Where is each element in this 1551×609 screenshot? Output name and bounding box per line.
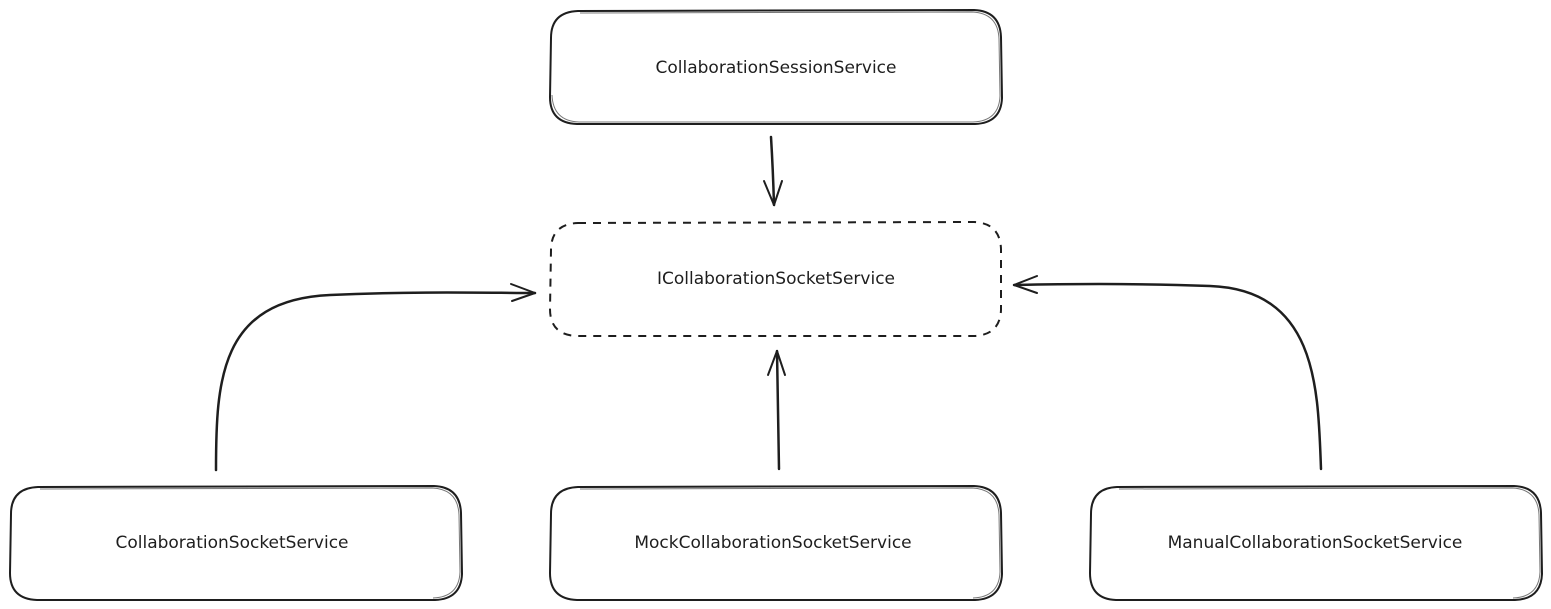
node-collaboration-session-service[interactable]: CollaborationSessionService [548, 8, 1004, 125]
node-label-mock-socket-service: MockCollaborationSocketService [634, 533, 911, 553]
node-collaboration-socket-service[interactable]: CollaborationSocketService [8, 484, 464, 601]
edge-socket-service-to-interface [214, 283, 537, 472]
node-label-session-service: CollaborationSessionService [656, 58, 897, 78]
edge-line [775, 349, 781, 471]
node-box [548, 8, 1004, 125]
node-label-manual-socket-service: ManualCollaborationSocketService [1168, 533, 1463, 553]
edge-line [1012, 282, 1323, 471]
arrowhead-icon [763, 180, 783, 206]
node-mock-collaboration-socket-service[interactable]: MockCollaborationSocketService [548, 484, 1004, 601]
edge-line [769, 135, 776, 207]
node-box-dashed [548, 220, 1002, 337]
arrowhead-icon [1013, 275, 1038, 294]
edge-manual-to-interface [1012, 275, 1323, 471]
node-box [8, 484, 464, 601]
node-label-socket-interface: ICollaborationSocketService [657, 269, 895, 289]
node-box-sketch [579, 487, 1001, 599]
node-box-sketch [551, 11, 1001, 123]
arrowhead-icon [510, 283, 536, 302]
arrowhead-icon [767, 350, 786, 376]
edge-session-to-interface [763, 135, 783, 207]
node-label-socket-service: CollaborationSocketService [115, 533, 348, 553]
node-icollaboration-socket-service[interactable]: ICollaborationSocketService [548, 220, 1002, 337]
node-box [548, 484, 1004, 601]
node-box-sketch [1118, 487, 1541, 599]
edge-mock-to-interface [767, 349, 786, 471]
node-box-sketch [39, 487, 461, 599]
edge-line [214, 291, 537, 472]
node-manual-collaboration-socket-service[interactable]: ManualCollaborationSocketService [1088, 484, 1544, 601]
node-box [1088, 484, 1544, 601]
